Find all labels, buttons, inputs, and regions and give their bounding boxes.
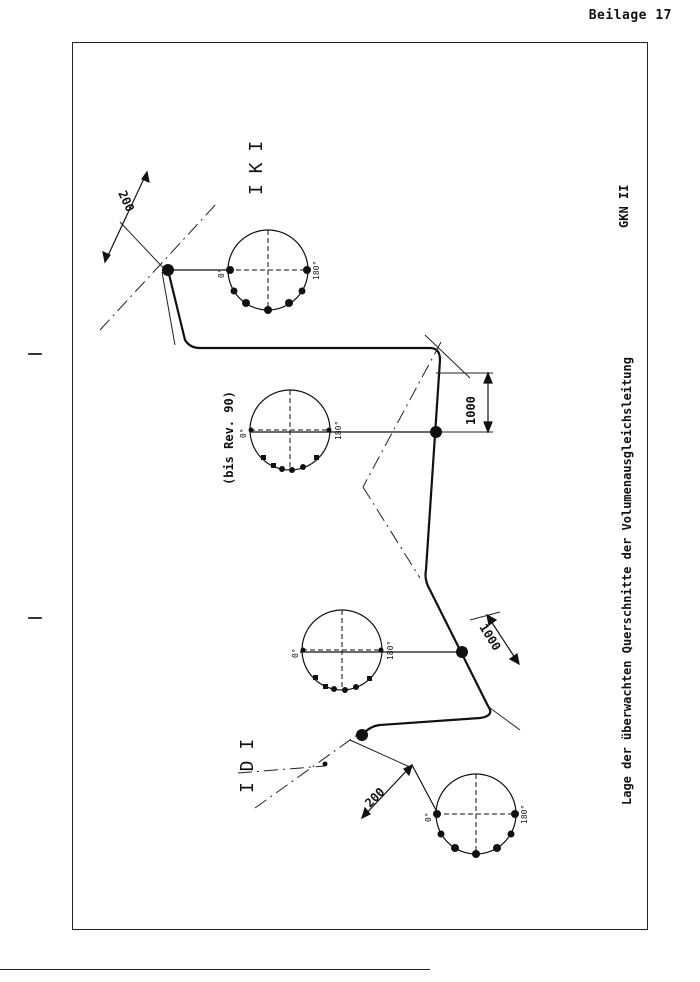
arrowhead [403, 763, 413, 777]
thermocouple-dot [248, 427, 254, 433]
thermocouple-square [261, 455, 266, 460]
cross-section-1: 0° 180° [162, 229, 321, 314]
construction-line [99, 201, 219, 331]
arrowhead [483, 371, 493, 384]
cross-section-2: 0° 180° [239, 389, 442, 473]
thermocouple-dot [342, 687, 348, 693]
thermocouple-dot [298, 287, 306, 295]
thermocouple-dot [331, 686, 337, 692]
arrowhead [141, 170, 150, 184]
footer-rule [0, 969, 430, 970]
dimension-1000-upper: 1000 [464, 396, 478, 425]
cross-section-3: 0° 180° [291, 609, 468, 693]
thermocouple-dot [493, 844, 501, 852]
angle-label-0: 0° [217, 268, 226, 278]
margin-mark [28, 353, 42, 355]
section-leader [411, 764, 438, 813]
page-label: Beilage 17 [588, 8, 672, 23]
section-label-k: I K I [246, 141, 267, 195]
section-label-d: I D I [237, 739, 258, 793]
pipe-node [430, 426, 442, 438]
arrowhead [508, 652, 520, 666]
pipe-node [456, 646, 468, 658]
extension-line [469, 611, 501, 621]
thermocouple-dot [472, 850, 480, 858]
angle-label-180: 180° [386, 641, 395, 660]
extension-line [349, 739, 413, 769]
plant-label: GKN II [617, 185, 631, 228]
thermocouple-dot [303, 266, 311, 274]
thermocouple-square [314, 455, 319, 460]
thermocouple-dot [300, 647, 306, 653]
construction-line [362, 341, 442, 488]
thermocouple-square [271, 463, 276, 468]
thermocouple-dot [230, 287, 238, 295]
thermocouple-square [367, 676, 372, 681]
angle-label-180: 180° [334, 421, 343, 440]
thermocouple-dot [242, 299, 250, 307]
dimension-200-lower: 200 [362, 785, 387, 810]
pipe-node [162, 264, 174, 276]
thermocouple-dot [279, 466, 285, 472]
pipe-line [166, 269, 492, 736]
angle-label-180: 180° [520, 805, 529, 824]
thermocouple-square [323, 684, 328, 689]
angle-label-0: 0° [239, 428, 248, 438]
extension-line [161, 271, 176, 346]
dimension-line [104, 171, 148, 263]
construction-node [322, 761, 328, 767]
revision-note: (bis Rev. 90) [222, 391, 236, 485]
thermocouple-dot [511, 810, 519, 818]
construction-line [254, 734, 358, 809]
thermocouple-dot [378, 647, 384, 653]
thermocouple-dot [285, 299, 293, 307]
thermocouple-dot [326, 427, 332, 433]
thermocouple-dot [433, 810, 441, 818]
drawing-frame [72, 42, 648, 930]
arrowhead [486, 613, 498, 627]
thermocouple-dot [264, 306, 272, 314]
thermocouple-dot [437, 830, 445, 838]
pipe-node [356, 729, 368, 741]
arrowhead [483, 421, 493, 434]
construction-line [362, 486, 421, 579]
thermocouple-dot [226, 266, 234, 274]
margin-mark [28, 617, 42, 619]
arrowhead [102, 250, 111, 264]
dimension-line [361, 764, 413, 819]
dimension-1000-lower: 1000 [476, 621, 503, 653]
angle-label-180: 180° [312, 261, 321, 280]
extension-line [489, 707, 521, 731]
extension-line [119, 221, 171, 276]
angle-label-0: 0° [424, 812, 433, 822]
thermocouple-dot [353, 684, 359, 690]
thermocouple-dot [507, 830, 515, 838]
thermocouple-square [313, 675, 318, 680]
angle-label-0: 0° [291, 648, 300, 658]
thermocouple-dot [289, 467, 295, 473]
thermocouple-dot [451, 844, 459, 852]
diagram-title: Lage der überwachten Querschnitte der Vo… [620, 357, 634, 805]
arrowhead [361, 806, 371, 820]
cross-section-4: 0° 180° [356, 729, 529, 858]
dimension-200-upper: 200 [115, 188, 137, 214]
construction-line [237, 765, 326, 774]
thermocouple-dot [300, 464, 306, 470]
extension-line [424, 334, 471, 379]
